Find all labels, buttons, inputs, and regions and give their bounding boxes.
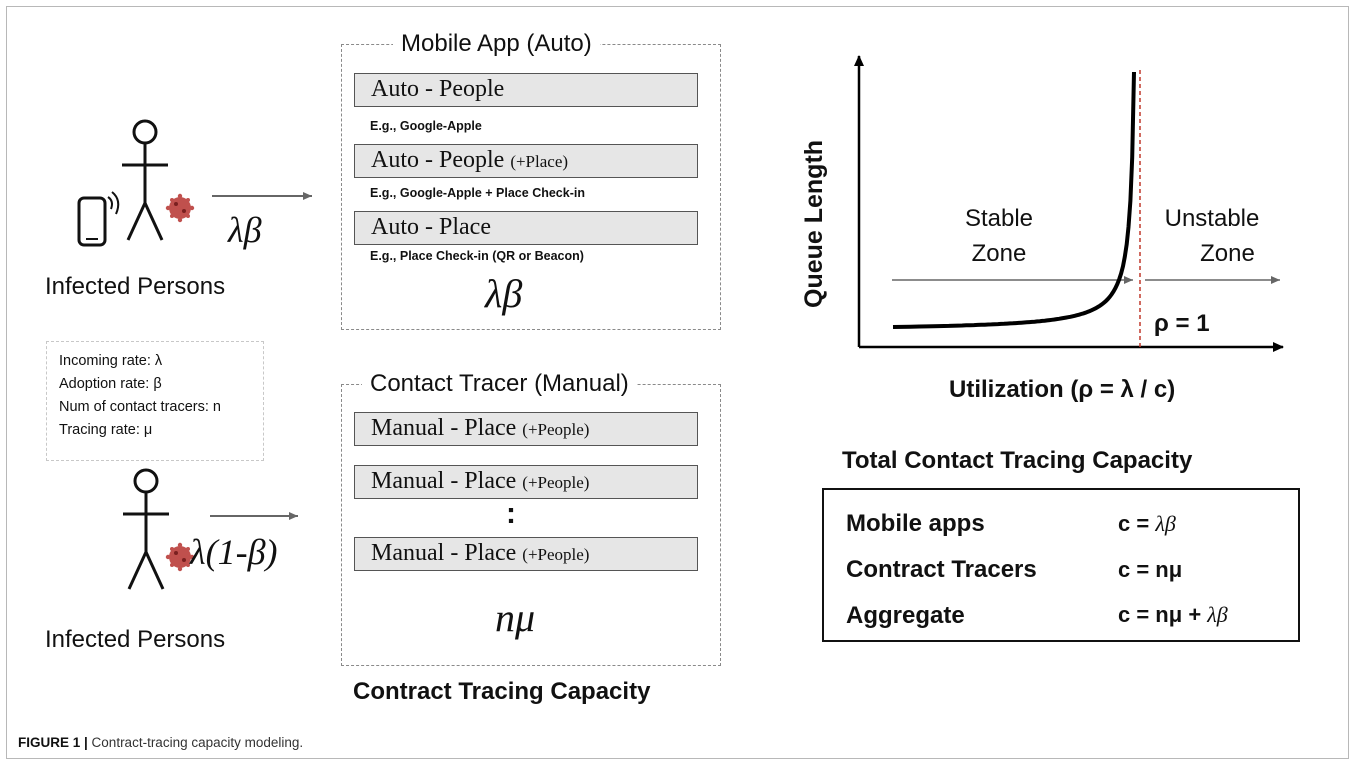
legend-adoption-rate: Adoption rate: β — [59, 376, 162, 392]
stable-zone-line2: Zone — [971, 240, 1027, 267]
middle-caption: Contract Tracing Capacity — [353, 678, 651, 705]
infected-persons-label-top: Infected Persons — [45, 273, 226, 300]
queue-length-curve — [892, 71, 1136, 329]
example-google-apple-place: E.g., Google-Apple + Place Check-in — [370, 186, 585, 200]
capacity-row-name-mobile: Mobile apps — [846, 510, 985, 537]
unstable-zone-line1: Unstable — [1164, 205, 1260, 232]
legend-num-tracers: Num of contact tracers: n — [59, 399, 221, 415]
method-auto-people-place: Auto - People (+Place) — [354, 144, 698, 178]
variable-legend: Incoming rate: λ Adoption rate: β Num of… — [46, 341, 264, 461]
method-manual-3: Manual - Place (+People) — [354, 537, 698, 571]
infected-persons-label-bottom: Infected Persons — [45, 626, 226, 653]
capacity-row-formula-aggregate: c = nμ + λβ — [1118, 602, 1228, 627]
capacity-row-formula-tracers: c = nμ — [1118, 557, 1183, 582]
rate-bottom: λ(1-β) — [190, 532, 278, 572]
method-manual-1: Manual - Place (+People) — [354, 412, 698, 446]
stable-zone-line1: Stable — [964, 205, 1034, 232]
legend-tracing-rate: Tracing rate: μ — [59, 422, 153, 438]
manual-rate: nμ — [495, 595, 536, 640]
figure-frame — [6, 6, 1349, 759]
virus-icon-bottom — [165, 542, 195, 572]
capacity-table: Mobile apps c = λβ Contract Tracers c = … — [822, 488, 1300, 642]
threshold-label: ρ = 1 — [1154, 310, 1210, 337]
method-auto-place: Auto - Place — [354, 211, 698, 245]
capacity-row-formula-mobile: c = λβ — [1118, 511, 1176, 536]
infected-person-icon-bottom — [123, 468, 169, 590]
figure-caption: FIGURE 1 | Contract-tracing capacity mod… — [18, 735, 304, 750]
unstable-zone-line2: Zone — [1200, 240, 1255, 267]
capacity-row-name-aggregate: Aggregate — [846, 602, 965, 629]
phone-icon — [77, 191, 120, 247]
mobile-app-title: Mobile App (Auto) — [393, 30, 600, 58]
method-manual-2: Manual - Place (+People) — [354, 465, 698, 499]
capacity-row-name-tracers: Contract Tracers — [846, 556, 1037, 583]
mobile-rate: λβ — [485, 271, 523, 316]
example-place-checkin: E.g., Place Check-in (QR or Beacon) — [370, 249, 584, 263]
legend-incoming-rate: Incoming rate: λ — [59, 353, 163, 369]
method-ellipsis: : — [506, 497, 516, 530]
infected-person-icon-top — [122, 119, 168, 241]
contact-tracer-title: Contact Tracer (Manual) — [362, 370, 637, 398]
rate-top: λβ — [228, 210, 262, 250]
example-google-apple: E.g., Google-Apple — [370, 119, 482, 133]
capacity-title: Total Contact Tracing Capacity — [842, 447, 1193, 474]
method-auto-people: Auto - People — [354, 73, 698, 107]
chart-xlabel: Utilization (ρ = λ / c) — [949, 376, 1176, 403]
chart-ylabel: Queue Length — [800, 139, 828, 308]
virus-icon-top — [165, 193, 195, 223]
